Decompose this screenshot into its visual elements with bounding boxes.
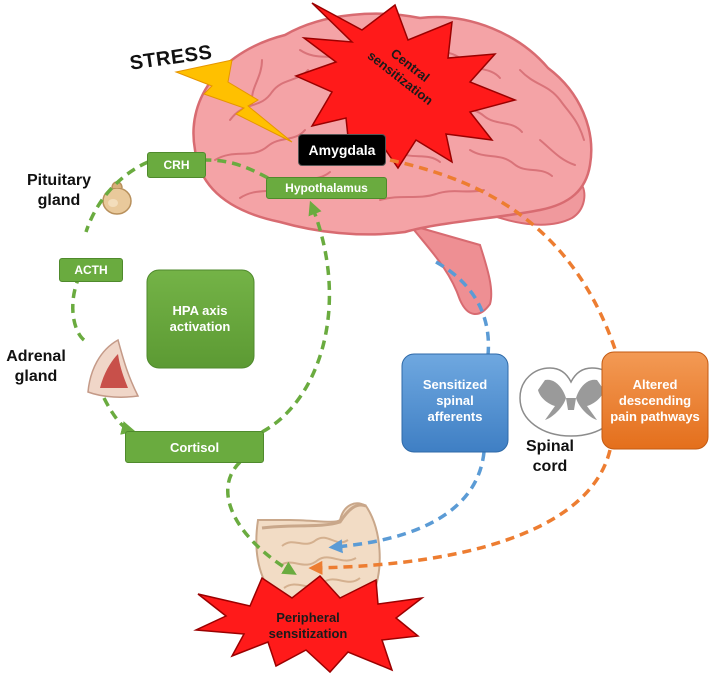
spinal-cord-cross-section-icon [519, 367, 623, 437]
altered-descending-pain-pathways-label: Altered descending pain pathways [610, 377, 700, 424]
peripheral-sensitization-burst [193, 574, 425, 674]
cortisol-label: Cortisol [125, 431, 264, 463]
lightning-bolt-icon [174, 59, 293, 143]
sensitized-spinal-afferents-label: Sensitized spinal afferents [422, 377, 488, 424]
amygdala-label: Amygdala [298, 134, 386, 166]
afferents-box-bg [401, 353, 509, 453]
path-cortisol-to-hypothalamus [261, 200, 332, 434]
hpa-axis-box-bg [146, 269, 255, 369]
adrenal-gland-icon [87, 338, 140, 398]
hypothalamus-label: Hypothalamus [266, 177, 387, 199]
path-crh-to-pituitary [84, 160, 149, 233]
pituitary-gland-icon [102, 181, 132, 215]
central-sensitization-burst [293, 2, 518, 170]
path-amygdala-to-descending [389, 158, 618, 353]
path-hypothalamus-to-crh [204, 158, 269, 180]
path-adrenal-to-cortisol [102, 397, 136, 435]
hpa-axis-activation-label: HPA axis activation [169, 303, 231, 334]
spinal-cord-label: Spinal cord [525, 438, 574, 475]
path-descending-to-intestines [308, 449, 612, 575]
path-pituitary-to-adrenal [71, 274, 86, 342]
path-afferents-brain-to-intestines [334, 260, 491, 547]
acth-label: ACTH [59, 258, 123, 282]
adrenal-gland-label: Adrenal gland [6, 348, 66, 385]
peripheral-sensitization-label: Peripheral sensitization [268, 610, 348, 641]
pituitary-gland-label: Pituitary gland [26, 172, 91, 209]
descending-box-bg [601, 351, 709, 450]
crh-label: CRH [147, 152, 206, 178]
hpa-axis-loop [71, 158, 332, 575]
